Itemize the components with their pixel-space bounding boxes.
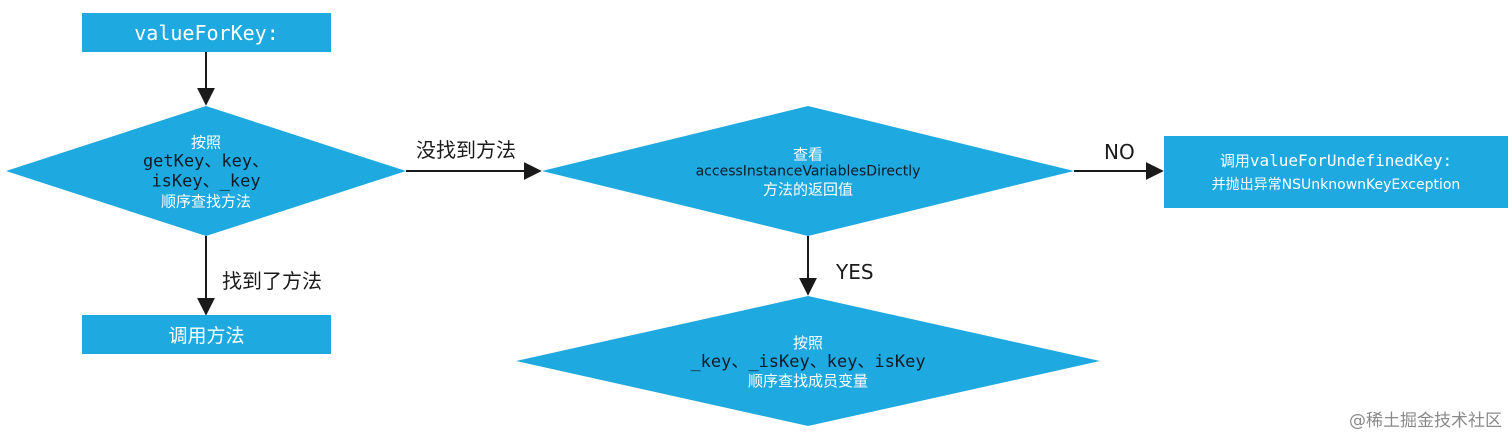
edge-label-yes: YES (836, 260, 874, 284)
decision-find-method-diamond (6, 106, 406, 236)
decision-find-ivar-diamond (516, 296, 1100, 426)
undefined-key-line1: 调用valueForUndefinedKey: (1220, 148, 1452, 174)
decision-access-ivars-text: 查看 accessInstanceVariablesDirectly 方法的返回… (696, 146, 921, 199)
watermark: @稀土掘金技术社区 (1349, 411, 1502, 431)
undefined-key-prefix: 调用 (1219, 152, 1250, 170)
call-method-label: 调用方法 (168, 325, 245, 347)
decision2-line2: accessInstanceVariablesDirectly (695, 163, 921, 180)
undefined-key-code: valueForUndefinedKey: (1249, 151, 1453, 170)
edge-label-no: NO (1104, 140, 1135, 164)
start-node-label: valueForKey: (134, 20, 279, 45)
decision3-line2: _key、_isKey、key、isKey (690, 351, 926, 372)
decision3-line1: 按照 (792, 333, 824, 352)
decision-find-ivar-text: 按照 _key、_isKey、key、isKey 顺序查找成员变量 (690, 334, 925, 390)
decision-access-ivars-diamond (542, 106, 1074, 236)
decision1-line1: 按照 (190, 133, 221, 152)
start-node: valueForKey: (82, 13, 331, 52)
edge-label-not-found: 没找到方法 (416, 138, 516, 162)
decision2-line3: 方法的返回值 (762, 180, 854, 199)
undefined-key-line2: 并抛出异常NSUnknownKeyException (1211, 176, 1461, 193)
undefined-key-node: 调用valueForUndefinedKey: 并抛出异常NSUnknownKe… (1164, 136, 1508, 208)
decision-find-method-text: 按照 getKey、key、 isKey、_key 顺序查找方法 (143, 134, 269, 211)
edge-label-found: 找到了方法 (222, 269, 322, 293)
call-method-node: 调用方法 (82, 315, 331, 354)
decision1-line3: isKey、_key (151, 172, 261, 192)
decision3-line3: 顺序查找成员变量 (747, 372, 869, 391)
decision1-line4: 顺序查找方法 (160, 192, 251, 211)
decision2-line1: 查看 (792, 145, 824, 164)
decision1-line2: getKey、key、 (142, 151, 270, 172)
